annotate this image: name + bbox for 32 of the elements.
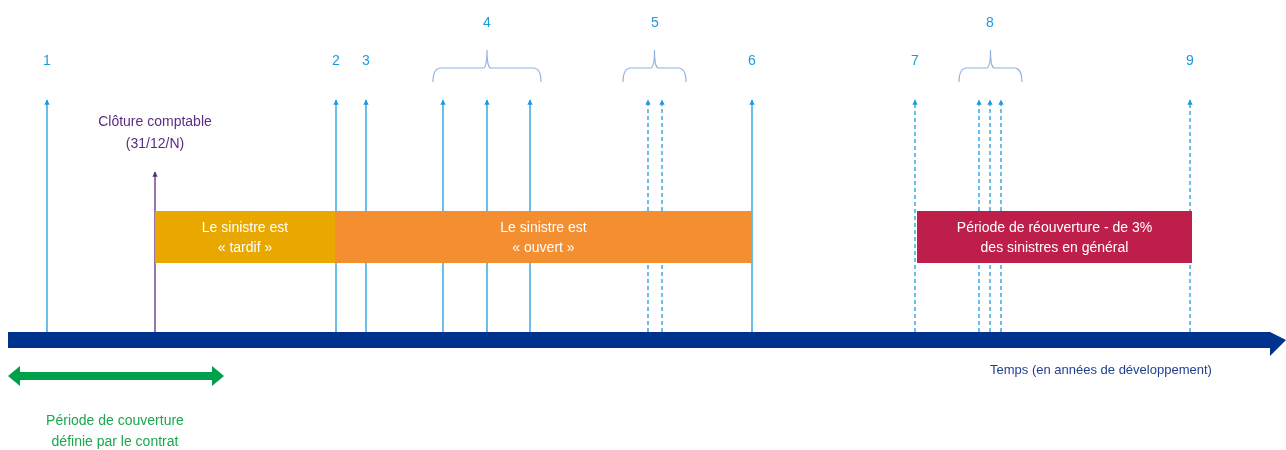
period-band: Le sinistre est « ouvert » [335, 211, 752, 263]
arrow [484, 99, 490, 212]
arrow [527, 99, 533, 212]
period-band: Le sinistre est « tardif » [155, 211, 335, 263]
arrow [749, 99, 755, 333]
callout-number: 6 [748, 52, 756, 68]
timeline-axis [8, 332, 1286, 356]
arrow [152, 171, 158, 333]
arrow [44, 99, 50, 333]
period-double-arrow [8, 366, 224, 386]
period-caption: Période de couverture définie par le contrat [45, 411, 185, 450]
brace [432, 50, 542, 82]
callout-number: 9 [1186, 52, 1194, 68]
arrow [987, 99, 993, 212]
arrow [998, 99, 1004, 212]
arrow [440, 99, 446, 212]
axis-label: Temps (en années de développement) [990, 362, 1212, 377]
callout-number: 2 [332, 52, 340, 68]
arrow [645, 99, 651, 212]
arrow [912, 99, 918, 333]
callout-number: 1 [43, 52, 51, 68]
callout-number: 7 [911, 52, 919, 68]
period-band: Période de réouverture - de 3% des sinistres en général [917, 211, 1192, 263]
arrow [659, 99, 665, 212]
callout-number: 4 [483, 14, 491, 30]
callout-number: 3 [362, 52, 370, 68]
callout-number: 8 [986, 14, 994, 30]
brace [622, 50, 687, 82]
callout-number: 5 [651, 14, 659, 30]
brace [958, 50, 1023, 82]
arrow [976, 99, 982, 212]
event-label: Clôture comptable (31/12/N) [75, 110, 235, 160]
